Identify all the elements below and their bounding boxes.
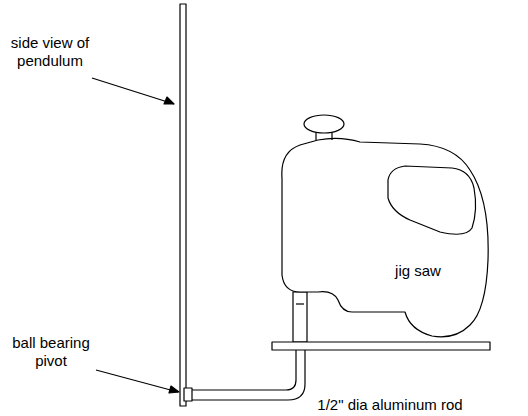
blade-clamp — [293, 292, 307, 342]
part-label: ball bearing pivot — [6, 334, 96, 370]
part-label: 1/2" dia aluminum rod — [290, 396, 490, 414]
rod-top — [192, 346, 296, 390]
clamp-line — [296, 303, 304, 304]
arrowhead — [169, 386, 179, 393]
saw-body — [282, 138, 488, 336]
part-label: jig saw — [378, 262, 458, 280]
knob — [304, 115, 344, 133]
part-label: side view of pendulum — [8, 34, 92, 70]
rod-bottom — [192, 346, 305, 400]
pendulum-bar — [180, 4, 186, 406]
base-plate — [272, 342, 490, 350]
leader-line — [92, 78, 174, 104]
handle-window — [388, 166, 476, 234]
ball-bearing — [184, 388, 192, 401]
arrowhead — [164, 97, 174, 104]
leader-line — [96, 370, 178, 392]
